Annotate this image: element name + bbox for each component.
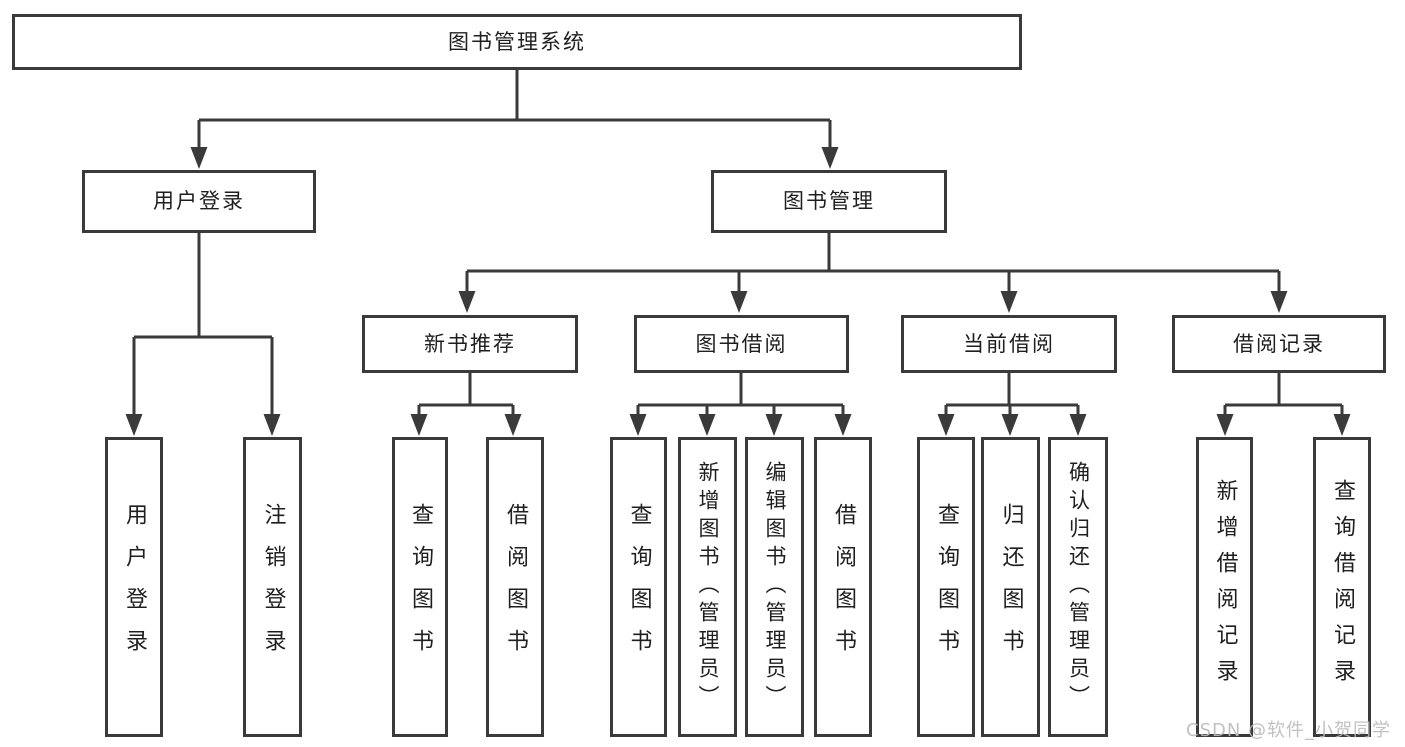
leaf-query-books-current-label: 查询图书	[934, 503, 959, 671]
arrowheads-root	[190, 147, 839, 169]
arrow-down-icon	[1000, 291, 1018, 313]
leaf-borrow-books-borrowing-label: 借阅图书	[831, 503, 856, 671]
arrow-down-icon	[263, 414, 281, 436]
leaf-borrow-books-recommend: 借阅图书	[486, 437, 544, 737]
leaf-edit-books-admin-label: 编辑图书（管理员）	[763, 461, 787, 713]
connector-new-book-recommend	[417, 373, 515, 418]
node-new-book-recommend-label: 新书推荐	[424, 331, 516, 356]
leaf-borrow-books-borrowing: 借阅图书	[814, 437, 872, 737]
leaf-user-login-label: 用户登录	[122, 503, 147, 671]
node-borrowing-records-label: 借阅记录	[1233, 331, 1325, 356]
arrowheads-borrowing-records	[1216, 414, 1351, 436]
leaf-edit-books-admin: 编辑图书（管理员）	[745, 437, 804, 737]
node-book-management-label: 图书管理	[783, 189, 875, 213]
connector-root	[197, 70, 832, 150]
node-borrowing-records: 借阅记录	[1172, 315, 1386, 373]
leaf-add-books-admin-label: 新增图书（管理员）	[696, 461, 720, 713]
arrow-down-icon	[125, 414, 143, 436]
node-root-label: 图书管理系统	[448, 29, 586, 54]
arrow-down-icon	[410, 414, 428, 436]
leaf-add-borrow-record: 新增借阅记录	[1196, 437, 1253, 737]
node-user-login: 用户登录	[82, 170, 316, 233]
arrowheads-current-borrowing	[937, 414, 1087, 436]
leaf-logout-login-label: 注销登录	[260, 503, 286, 671]
leaf-query-borrow-record: 查询借阅记录	[1313, 437, 1371, 737]
node-current-borrowing-label: 当前借阅	[963, 331, 1055, 356]
arrow-down-icon	[730, 291, 748, 313]
leaf-query-books-borrowing-label: 查询图书	[626, 503, 652, 671]
leaf-query-books-recommend: 查询图书	[392, 437, 448, 737]
connector-borrowing-records	[1223, 373, 1344, 418]
arrow-down-icon	[190, 147, 208, 169]
arrow-down-icon	[834, 414, 852, 436]
arrow-down-icon	[1216, 414, 1234, 436]
leaf-return-books: 归还图书	[981, 437, 1040, 737]
node-book-borrowing-label: 图书借阅	[695, 331, 788, 356]
arrowheads-new-book-recommend	[410, 414, 522, 436]
node-book-borrowing: 图书借阅	[634, 315, 849, 373]
leaf-logout-login: 注销登录	[243, 437, 302, 737]
arrow-down-icon	[504, 414, 522, 436]
leaf-query-borrow-record-label: 查询借阅记录	[1330, 479, 1355, 695]
leaf-query-books-current: 查询图书	[917, 437, 975, 737]
leaf-add-borrow-record-label: 新增借阅记录	[1212, 479, 1238, 695]
connector-current-borrowing	[944, 373, 1080, 418]
watermark: CSDN @软件_小贺同学	[1186, 720, 1392, 741]
arrow-down-icon	[821, 147, 839, 169]
arrowheads-book-management	[458, 291, 1288, 313]
connector-book-borrowing	[636, 373, 845, 418]
node-root: 图书管理系统	[12, 14, 1022, 70]
arrow-down-icon	[765, 414, 783, 436]
leaf-user-login: 用户登录	[105, 437, 163, 737]
leaf-return-books-label: 归还图书	[998, 503, 1024, 671]
arrow-down-icon	[1333, 414, 1351, 436]
arrow-down-icon	[937, 414, 955, 436]
arrow-down-icon	[458, 291, 476, 313]
arrow-down-icon	[1069, 414, 1087, 436]
connector-book-management	[465, 233, 1281, 295]
leaf-confirm-return-admin-label: 确认归还（管理员）	[1066, 461, 1091, 713]
leaf-query-books-borrowing: 查询图书	[610, 437, 667, 737]
leaf-query-books-recommend-label: 查询图书	[408, 503, 433, 671]
node-book-management: 图书管理	[711, 170, 947, 233]
node-new-book-recommend: 新书推荐	[362, 315, 578, 373]
arrow-down-icon	[698, 414, 716, 436]
arrow-down-icon	[1001, 414, 1019, 436]
connector-user-login	[132, 233, 274, 418]
leaf-add-books-admin: 新增图书（管理员）	[678, 437, 737, 737]
arrowheads-user-login	[125, 414, 281, 436]
node-user-login-label: 用户登录	[153, 189, 245, 213]
arrow-down-icon	[1270, 291, 1288, 313]
leaf-borrow-books-recommend-label: 借阅图书	[503, 503, 528, 671]
arrowheads-book-borrowing	[629, 414, 852, 436]
node-current-borrowing: 当前借阅	[901, 315, 1117, 373]
arrow-down-icon	[629, 414, 647, 436]
leaf-confirm-return-admin: 确认归还（管理员）	[1048, 437, 1108, 737]
